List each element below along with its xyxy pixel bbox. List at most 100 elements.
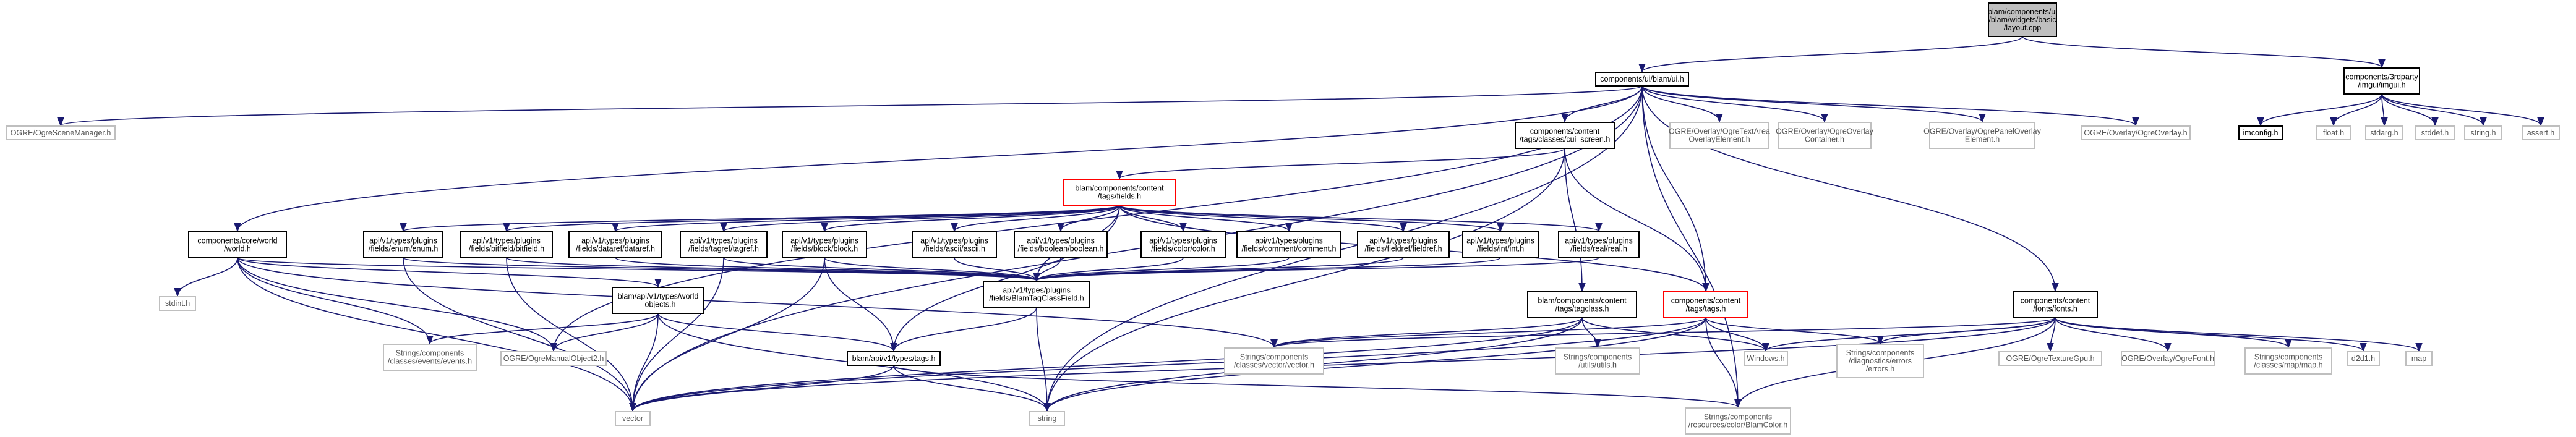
node-color-h[interactable]: api/v1/types/plugins/fields/color/color.… (1140, 231, 1226, 258)
node-thirdparty-imgui[interactable]: components/3rdparty/imgui/imgui.hcompone… (2343, 67, 2420, 95)
node-ascii-h[interactable]: api/v1/types/plugins/fields/ascii/ascii.… (912, 231, 997, 258)
edge-world_objects-to-vector (629, 313, 659, 412)
node-ogre-texturegpu[interactable]: OGRE/OgreTextureGpu.hOGRE/OgreTextureGpu… (1998, 351, 2102, 366)
node-box (1515, 122, 1615, 149)
node-ui-h[interactable]: components/ui/blam/ui.hcomponents/ui/bla… (1595, 72, 1689, 87)
node-label-line: blam/api/v1/types/tags.h (852, 354, 936, 363)
node-dataref-h[interactable]: api/v1/types/plugins/fields/dataref/data… (568, 231, 662, 258)
edge-fonts_h-to-ogre_texturegpu (2047, 317, 2056, 352)
node-fieldref-h[interactable]: api/v1/types/plugins/fields/fieldref/fie… (1357, 231, 1450, 258)
node-events-h[interactable]: Strings/components/classes/events/events… (383, 344, 477, 371)
node-label-line: OGRE/Overlay/OgrePanelOverlay (1923, 127, 2041, 136)
edge-tags_h-to-vector_class (1270, 317, 1706, 349)
edge-world_objects-to-manualobject2 (550, 313, 659, 352)
edge-color_h-to-blamtagclassfield (1033, 257, 1184, 282)
node-tags-h[interactable]: components/content/tags/tags.hcomponents… (1663, 291, 1748, 318)
node-boolean-h[interactable]: api/v1/types/plugins/fields/boolean/bool… (1014, 231, 1108, 258)
node-vector[interactable]: vectorvector (615, 411, 651, 426)
node-box (2081, 125, 2191, 140)
node-label-line: /classes/map/map.h (2254, 361, 2322, 370)
node-box (2464, 125, 2502, 140)
node-label-line: api/v1/types/plugins (473, 237, 541, 245)
node-box (782, 231, 867, 258)
node-tagref-h[interactable]: api/v1/types/plugins/fields/tagref/tagre… (680, 231, 768, 258)
node-box (1236, 231, 1341, 258)
edge-fields_h-to-fieldref_h (1119, 205, 1407, 232)
node-box (2244, 347, 2332, 375)
node-box (615, 411, 651, 426)
node-label-line: Windows.h (1747, 354, 1784, 363)
node-ogre-overlay[interactable]: OGRE/Overlay/OgreOverlay.hOGRE/Overlay/O… (2081, 125, 2191, 140)
node-block-h[interactable]: api/v1/types/plugins/fields/block/block.… (782, 231, 867, 258)
node-ogre-textarea[interactable]: OGRE/Overlay/OgreTextAreaOverlayElement.… (1669, 122, 1770, 149)
node-comment-h[interactable]: api/v1/types/plugins/fields/comment/comm… (1236, 231, 1341, 258)
edge-fields_h-to-real_h (1119, 205, 1603, 232)
edge-enum_h-to-vector (403, 257, 636, 412)
node-ogre-scenemanager[interactable]: OGRE/OgreSceneManager.hOGRE/OgreSceneMan… (6, 125, 116, 140)
node-vector-class[interactable]: Strings/components/classes/vector/vector… (1224, 347, 1324, 375)
node-map-class[interactable]: Strings/components/classes/map/map.hStri… (2244, 347, 2332, 375)
node-string[interactable]: stringstring (1029, 411, 1065, 426)
node-box (612, 287, 704, 314)
edge-ui_h-to-ogre_scenemanager (58, 85, 1643, 127)
node-label-line: Element.h (1965, 135, 2000, 144)
node-world-objects[interactable]: blam/api/v1/types/world_objects.hblam/ap… (612, 287, 704, 314)
node-box (1063, 179, 1176, 206)
node-enum-h[interactable]: api/v1/types/plugins/fields/enum/enum.ha… (363, 231, 443, 258)
edge-api_tags-to-string (893, 365, 1051, 412)
node-box (1527, 291, 1637, 318)
node-blamcolor[interactable]: Strings/components/resources/color/BlamC… (1685, 407, 1791, 435)
edge-bitfield_h-to-blamtagclassfield (506, 257, 1040, 282)
node-label-line: OGRE/Overlay/OgreFont.h (2121, 354, 2214, 363)
node-fonts-h[interactable]: components/content/fonts/fonts.hcomponen… (2013, 291, 2098, 318)
node-errors-h[interactable]: Strings/components/diagnostics/errors/er… (1836, 344, 1924, 378)
node-ogre-font[interactable]: OGRE/Overlay/OgreFont.hOGRE/Overlay/Ogre… (2121, 351, 2215, 366)
node-fields-h[interactable]: blam/components/content/tags/fields.hbla… (1063, 179, 1176, 206)
node-cui-screen[interactable]: components/content/tags/classes/cui_scre… (1515, 122, 1615, 149)
node-box (6, 125, 116, 140)
edge-world_h-to-manualobject2 (237, 257, 557, 352)
edge-ui_h-to-manualobject2 (550, 85, 1643, 352)
edge-fields_h-to-ascii_h (951, 205, 1120, 232)
node-label-line: blam/components/ui (1988, 7, 2057, 16)
node-box (2347, 351, 2380, 366)
node-label-line: api/v1/types/plugins (1255, 237, 1323, 245)
node-int-h[interactable]: api/v1/types/plugins/fields/int/int.hapi… (1462, 231, 1539, 258)
node-box (1558, 231, 1640, 258)
node-label-line: /fonts/fonts.h (2033, 305, 2077, 313)
node-box (983, 281, 1090, 308)
node-tagclass-h[interactable]: blam/components/content/tags/tagclass.hb… (1527, 291, 1637, 318)
node-label-line: _objects.h (640, 300, 676, 309)
node-world-h[interactable]: components/core/world/world.hcomponents/… (188, 231, 287, 258)
node-bitfield-h[interactable]: api/v1/types/plugins/fields/bitfield/bit… (460, 231, 553, 258)
node-ogre-panel-overlay[interactable]: OGRE/Overlay/OgrePanelOverlayElement.hOG… (1923, 122, 2042, 149)
node-box (1998, 351, 2102, 366)
node-blamtagclassfield[interactable]: api/v1/types/plugins/fields/BlamTagClass… (983, 281, 1090, 308)
node-label-line: OGRE/OgreSceneManager.h (11, 129, 111, 137)
node-real-h[interactable]: api/v1/types/plugins/fields/real/real.ha… (1558, 231, 1640, 258)
edge-fonts_h-to-vector_class (1270, 317, 2056, 349)
node-box (188, 231, 287, 258)
node-ogre-overlay-container[interactable]: OGRE/Overlay/OgreOverlayContainer.hOGRE/… (1776, 122, 1874, 149)
node-map[interactable]: mapmap (2405, 351, 2433, 366)
edge-cui_screen-to-tags_h (1564, 148, 1709, 292)
node-api-tags[interactable]: blam/api/v1/types/tags.hblam/api/v1/type… (847, 351, 941, 366)
node-manualobject2[interactable]: OGRE/OgreManualObject2.hOGRE/OgreManualO… (500, 351, 607, 366)
node-utils-h[interactable]: Strings/components/utils/utils.hStrings/… (1555, 347, 1640, 375)
node-label-line: /fields/real/real.h (1570, 245, 1627, 253)
edge-world_objects-to-api_tags (657, 313, 897, 352)
node-box (1357, 231, 1450, 258)
node-root[interactable]: blam/components/ui/blam/widgets/basic/la… (1988, 2, 2057, 37)
node-label-line: /tags/tags.h (1686, 305, 1726, 313)
edge-enum_h-to-blamtagclassfield (403, 257, 1040, 282)
node-label-line: OGRE/Overlay/OgreTextArea (1669, 127, 1770, 136)
